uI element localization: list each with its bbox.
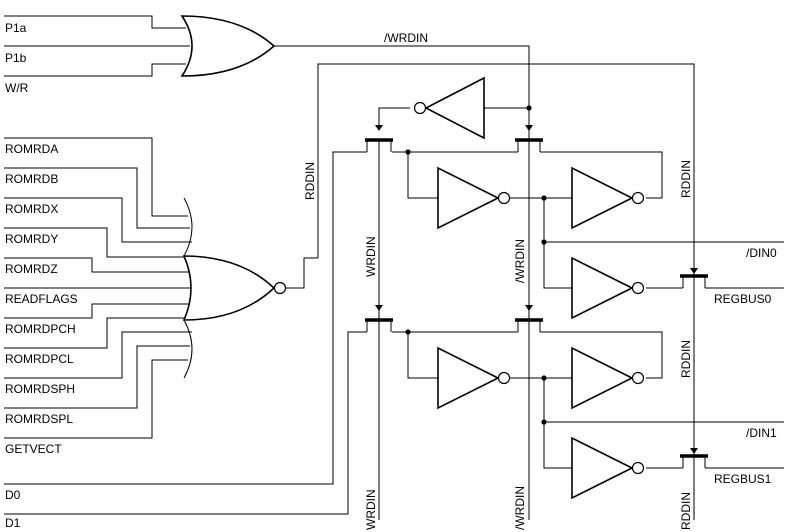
inversion-bubble — [631, 191, 645, 205]
inversion-bubble — [631, 371, 645, 385]
transmission-gates — [365, 138, 708, 468]
input-label-romrdpch: ROMRDPCH — [5, 322, 76, 336]
or-gate — [180, 15, 276, 77]
junction-dot — [405, 149, 411, 155]
input-label-getvect: GETVECT — [5, 442, 62, 456]
input-label-romrdspl: ROMRDSPL — [5, 412, 73, 426]
inversion-bubble — [631, 281, 645, 295]
junction-dot — [541, 419, 547, 425]
arrow-icon — [690, 448, 698, 454]
net-label-wrdin-top: /WRDIN — [384, 31, 428, 45]
input-label-romrdx: ROMRDX — [5, 202, 58, 216]
inverter — [571, 436, 634, 500]
net-label-wrdin-bottom: WRDIN — [364, 489, 378, 530]
arrow-icon — [525, 305, 533, 311]
junction-dot — [526, 105, 532, 111]
input-label-romrdz: ROMRDZ — [5, 262, 58, 276]
input-label-romrdy: ROMRDY — [5, 232, 58, 246]
input-label-romrdpcl: ROMRDPCL — [5, 352, 74, 366]
inversion-bubble — [497, 191, 511, 205]
junction-dot — [541, 239, 547, 245]
arrow-icon — [375, 305, 383, 311]
input-label-wr: W/R — [5, 81, 29, 95]
input-label-romrdb: ROMRDB — [5, 172, 58, 186]
inverter — [437, 166, 500, 230]
nor-gate-extension — [183, 197, 193, 257]
input-label-p1b: P1b — [5, 51, 27, 65]
nor-gate-extension — [183, 319, 193, 379]
junctions — [405, 105, 547, 425]
input-label-d0: D0 — [5, 488, 21, 502]
net-label-wrdin-mid-inv: /WRDIN — [513, 239, 527, 283]
inversion-bubble — [497, 371, 511, 385]
output-label-regbus1: REGBUS1 — [714, 472, 772, 486]
net-label-rddin-right1: RDDIN — [679, 340, 693, 378]
arrow-icon — [375, 125, 383, 131]
net-label-wrdin-bottom-inv: /WRDIN — [513, 486, 527, 530]
net-label-rddin-left: RDDIN — [303, 162, 317, 200]
input-label-romrda: ROMRDA — [5, 142, 58, 156]
input-label-d1: D1 — [5, 516, 21, 530]
net-label-wrdin-mid: WRDIN — [364, 236, 378, 277]
inverter — [424, 76, 485, 140]
wires — [4, 15, 784, 520]
output-label-din1: /DIN1 — [746, 426, 777, 440]
junction-dot — [541, 375, 547, 381]
inversion-bubble — [413, 101, 427, 115]
net-label-rddin-right0: RDDIN — [679, 160, 693, 198]
input-label-p1a: P1a — [5, 21, 27, 35]
inversion-bubble — [273, 281, 287, 295]
arrow-icon — [525, 125, 533, 131]
net-label-rddin-bottom: RDDIN — [679, 492, 693, 530]
output-label-din0: /DIN0 — [746, 246, 777, 260]
nor-gate — [182, 255, 276, 321]
inverter — [437, 346, 500, 410]
output-label-regbus0: REGBUS0 — [714, 292, 772, 306]
inversion-bubble — [631, 461, 645, 475]
junction-dot — [541, 195, 547, 201]
input-label-romrdsph: ROMRDSPH — [5, 382, 75, 396]
inverter — [571, 346, 634, 410]
inverter — [571, 166, 634, 230]
junction-dot — [405, 329, 411, 335]
arrow-icon — [690, 268, 698, 274]
input-label-readflags: READFLAGS — [5, 292, 78, 306]
inverter — [571, 256, 634, 320]
